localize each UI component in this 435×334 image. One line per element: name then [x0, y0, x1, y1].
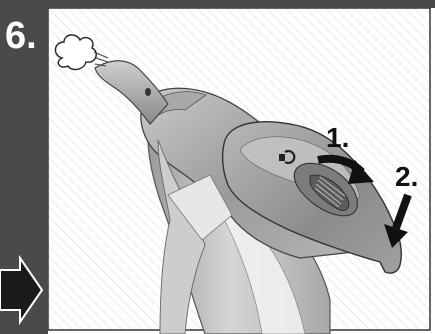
callout-label-2: 2.	[395, 161, 418, 192]
top-bar	[0, 0, 435, 8]
nozzle-vent	[145, 88, 151, 96]
callout-label-1: 1.	[326, 122, 349, 153]
step-number: 6.	[5, 15, 37, 57]
